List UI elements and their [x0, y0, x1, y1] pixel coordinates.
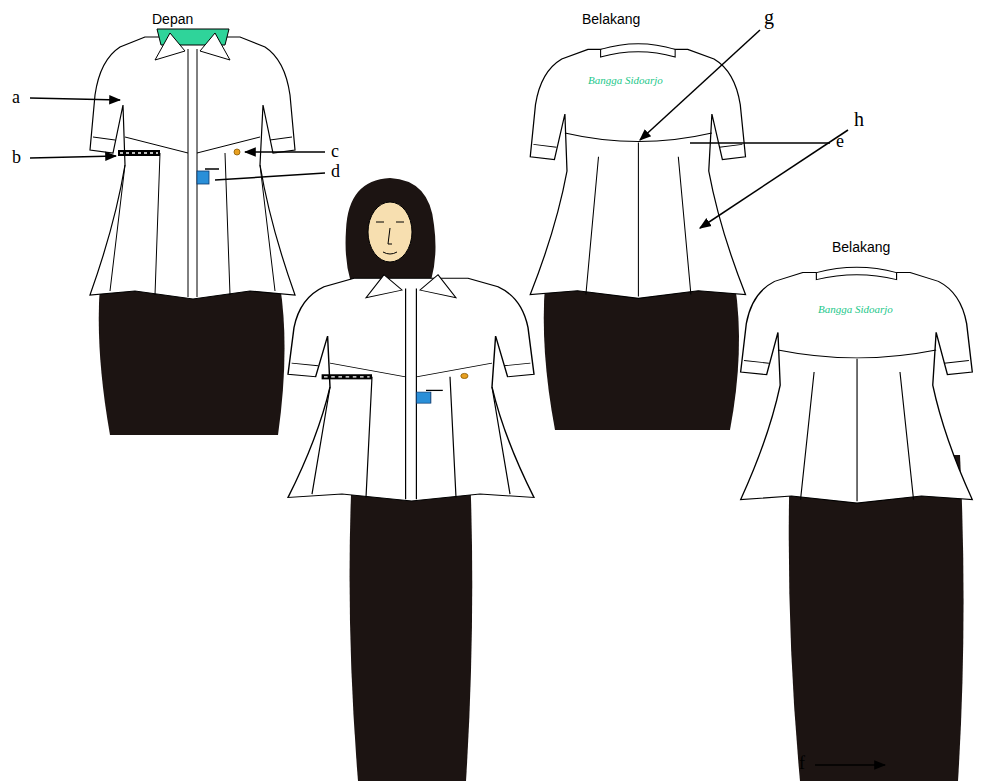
callout-letter: b: [12, 148, 21, 168]
blouse-front: [90, 29, 295, 299]
callout-letter: f: [799, 754, 805, 774]
view-title: Belakang: [582, 12, 640, 27]
face: [368, 202, 412, 262]
embroidery-text: Bangga Sidoarjo: [588, 74, 663, 86]
long-skirt: [789, 455, 964, 781]
callout-letter: a: [12, 88, 20, 108]
skirt: [99, 285, 285, 435]
callout-letter: d: [331, 162, 340, 182]
blouse-front: [288, 275, 534, 501]
skirt: [544, 285, 739, 430]
callout-letter: h: [854, 108, 864, 130]
long-skirt: [350, 470, 473, 781]
view-title: Depan: [152, 12, 193, 27]
embroidery-text: Bangga Sidoarjo: [818, 303, 893, 315]
blouse-back: [741, 267, 973, 503]
leader-lines: [30, 30, 885, 765]
blouse-back: [530, 44, 745, 299]
callout-letter: c: [331, 142, 339, 162]
callout-letter: e: [836, 132, 844, 152]
view-title: Belakang: [832, 240, 890, 255]
callout-letter: g: [764, 6, 774, 28]
